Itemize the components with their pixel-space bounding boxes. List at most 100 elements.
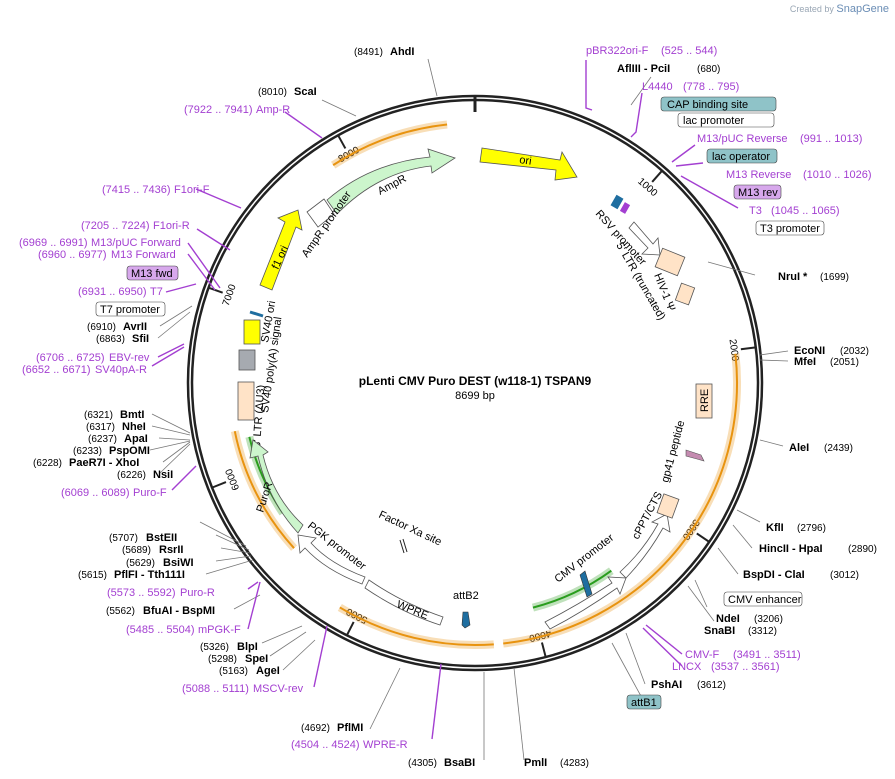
ltr5-block bbox=[654, 247, 686, 277]
band-rre-cmv bbox=[503, 353, 738, 645]
f1-ori-arrow bbox=[259, 209, 303, 291]
site-kfli[interactable]: KflI bbox=[766, 522, 784, 534]
primer-wpre-r[interactable]: WPRE-R bbox=[363, 739, 408, 751]
site-pflmi[interactable]: PflMI bbox=[337, 722, 363, 734]
m13-fwd-box[interactable] bbox=[126, 265, 179, 281]
primer-ebv-rev[interactable]: EBV-rev bbox=[109, 352, 150, 364]
site-ndei-pos: (3206) bbox=[754, 614, 783, 625]
site-ndei[interactable]: NdeI bbox=[716, 613, 740, 625]
primer-wpre-r-range: (4504 .. 4524) bbox=[291, 739, 360, 751]
site-bsteii-pos: (5707) bbox=[109, 533, 138, 544]
site-nhei[interactable]: NheI bbox=[122, 421, 146, 433]
site-ahdi[interactable]: AhdI bbox=[390, 46, 414, 58]
site-alei-pos: (2439) bbox=[824, 443, 853, 454]
primer-mpgk-f[interactable]: mPGK-F bbox=[198, 624, 241, 636]
site-spei[interactable]: SpeI bbox=[245, 653, 268, 665]
site-rsrii[interactable]: RsrII bbox=[159, 544, 183, 556]
site-pflfi[interactable]: PflFI - Tth111I bbox=[114, 569, 185, 581]
site-bspdi[interactable]: BspDI - ClaI bbox=[743, 569, 805, 581]
cmv-marker bbox=[579, 570, 593, 598]
primer-m13-forward-range: (6960 .. 6977) bbox=[38, 249, 107, 261]
site-sfii[interactable]: SfiI bbox=[132, 333, 149, 345]
cap-binding-box[interactable] bbox=[660, 96, 777, 112]
site-pspomi[interactable]: PspOMI bbox=[109, 445, 150, 457]
primer-m13-reverse[interactable]: M13 Reverse bbox=[726, 169, 791, 181]
rre-label: RRE bbox=[699, 389, 711, 412]
site-blpi[interactable]: BlpI bbox=[237, 641, 258, 653]
primer-f1ori-r[interactable]: F1ori-R bbox=[153, 220, 190, 232]
t7-promoter-label: T7 promoter bbox=[100, 304, 160, 316]
site-sfii-pos: (6863) bbox=[96, 334, 125, 345]
m13-rev-label: M13 rev bbox=[738, 187, 778, 199]
site-scai[interactable]: ScaI bbox=[294, 86, 317, 98]
site-apai-pos: (6237) bbox=[88, 434, 117, 445]
primer-l4440[interactable]: L4440 bbox=[642, 81, 673, 93]
site-econi-pos: (2032) bbox=[840, 346, 869, 357]
t7-promoter-box[interactable] bbox=[95, 301, 166, 317]
band-ampr bbox=[332, 123, 448, 166]
site-mfei[interactable]: MfeI bbox=[794, 356, 816, 368]
primer-f1ori-f[interactable]: F1ori-F bbox=[174, 184, 210, 196]
site-avrii[interactable]: AvrII bbox=[123, 321, 147, 333]
site-rsrii-pos: (5689) bbox=[122, 545, 151, 556]
site-pshai[interactable]: PshAI bbox=[651, 679, 682, 691]
site-nrui[interactable]: NruI * bbox=[778, 271, 808, 283]
primer-t7[interactable]: T7 bbox=[150, 286, 163, 298]
site-bsteii[interactable]: BstEII bbox=[146, 532, 177, 544]
snapgene-brand: Created by SnapGene bbox=[790, 3, 889, 15]
tick-mark-5000 bbox=[345, 621, 355, 636]
site-hincii[interactable]: HincII - HpaI bbox=[759, 543, 823, 555]
site-bmti[interactable]: BmtI bbox=[120, 409, 144, 421]
primer-markers bbox=[151, 60, 739, 740]
lac-operator-box[interactable] bbox=[706, 148, 778, 164]
primer-cmv-f-range: (3491 .. 3511) bbox=[733, 649, 801, 661]
primer-lncx[interactable]: LNCX bbox=[672, 661, 702, 673]
site-bsabi[interactable]: BsaBI bbox=[444, 757, 475, 769]
primer-m13-forward[interactable]: M13 Forward bbox=[111, 249, 176, 261]
primer-mscv-rev[interactable]: MSCV-rev bbox=[253, 683, 304, 695]
gp41-marker bbox=[685, 449, 705, 462]
lac-promoter-box[interactable] bbox=[677, 112, 775, 128]
site-hincii-pos: (2890) bbox=[848, 544, 877, 555]
tick-mark-3000 bbox=[696, 532, 710, 543]
puror-arrow bbox=[249, 439, 304, 534]
site-bsiwi[interactable]: BsiWI bbox=[163, 557, 194, 569]
primer-m13-puc-reverse[interactable]: M13/pUC Reverse bbox=[697, 133, 787, 145]
tick-mark-4000 bbox=[540, 642, 547, 658]
primer-mscv-rev-range: (5088 .. 5111) bbox=[182, 683, 249, 695]
site-nsii[interactable]: NsiI bbox=[153, 469, 173, 481]
tick-label-7000: 7000 bbox=[221, 282, 239, 307]
primer-m13-puc-forward-range: (6969 .. 6991) bbox=[19, 237, 88, 249]
primer-ebv-rev-range: (6706 .. 6725) bbox=[36, 352, 105, 364]
site-paer7i[interactable]: PaeR7I - XhoI bbox=[69, 457, 139, 469]
site-pmli[interactable]: PmlI bbox=[524, 757, 547, 769]
m13-rev-box[interactable] bbox=[733, 184, 782, 200]
rsv-block-blue bbox=[610, 194, 624, 210]
site-mfei-pos: (2051) bbox=[830, 357, 859, 368]
primer-puro-r[interactable]: Puro-R bbox=[180, 587, 215, 599]
site-apai[interactable]: ApaI bbox=[124, 433, 148, 445]
t3-promoter-box[interactable] bbox=[755, 220, 825, 236]
site-bfuai[interactable]: BfuAI - BspMI bbox=[143, 605, 215, 617]
rsv-block-purple bbox=[619, 202, 631, 214]
primer-pbr322ori-f[interactable]: pBR322ori-F bbox=[586, 45, 649, 57]
attb2-label: attB2 bbox=[453, 590, 479, 602]
cmv-enhancer-box[interactable] bbox=[723, 591, 803, 607]
site-alei[interactable]: AleI bbox=[789, 442, 809, 454]
primer-mpgk-f-range: (5485 .. 5504) bbox=[126, 624, 195, 636]
primer-t3[interactable]: T3 bbox=[749, 205, 762, 217]
attb1-box[interactable] bbox=[626, 694, 662, 710]
lac-operator-label: lac operator bbox=[712, 151, 770, 163]
primer-m13-puc-forward[interactable]: M13/pUC Forward bbox=[91, 237, 181, 249]
site-agei[interactable]: AgeI bbox=[256, 665, 280, 677]
primer-amp-r[interactable]: Amp-R bbox=[256, 104, 290, 116]
primer-cmv-f[interactable]: CMV-F bbox=[685, 649, 720, 661]
site-pflmi-pos: (4692) bbox=[301, 723, 330, 734]
tick-mark-2000 bbox=[740, 346, 756, 351]
site-afliii[interactable]: AflIII - PciI bbox=[617, 63, 670, 75]
site-snabi[interactable]: SnaBI bbox=[704, 625, 735, 637]
primer-puro-f[interactable]: Puro-F bbox=[133, 487, 167, 499]
primer-labels: pBR322ori-F (525 .. 544) L4440 (778 .. 7… bbox=[19, 45, 872, 751]
primer-sv40pa-r[interactable]: SV40pA-R bbox=[95, 364, 147, 376]
site-econi[interactable]: EcoNI bbox=[794, 345, 825, 357]
